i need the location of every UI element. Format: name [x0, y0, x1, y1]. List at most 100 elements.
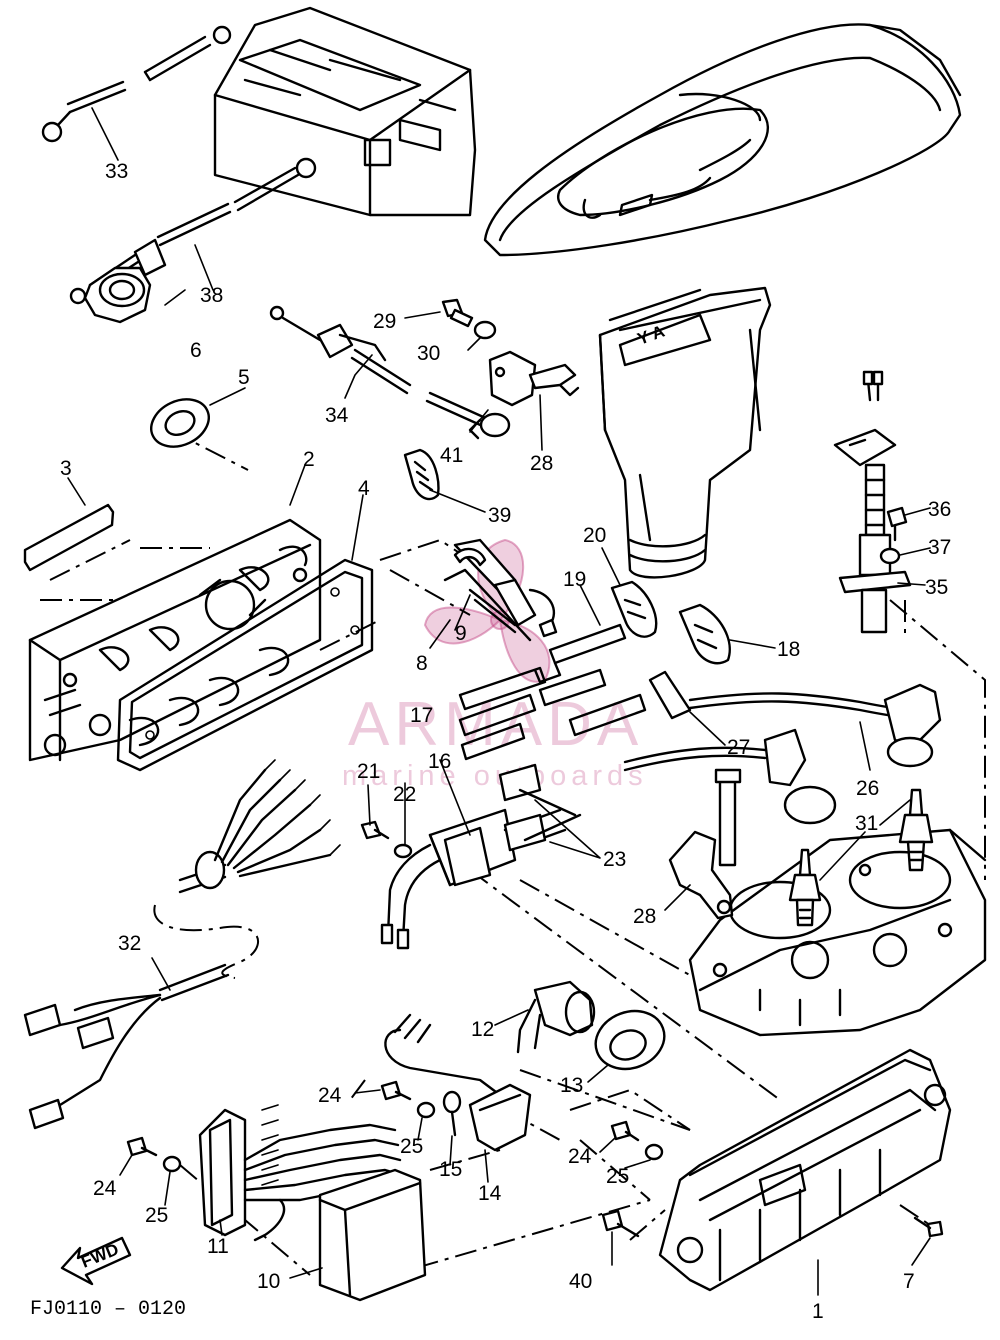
callout-21: 21: [357, 760, 380, 783]
callout-13: 13: [560, 1074, 583, 1097]
callout-31: 31: [855, 812, 878, 835]
callout-15: 15: [439, 1158, 462, 1181]
washer-22: [393, 843, 413, 859]
callout-4: 4: [358, 477, 370, 500]
callout-8: 8: [416, 652, 428, 675]
callout-17: 17: [410, 704, 433, 727]
screw-7: [913, 1216, 944, 1238]
callout-38: 38: [200, 284, 223, 307]
sensor-assembly-8-9: [443, 538, 558, 642]
sensor-35-36-37: [833, 370, 912, 634]
spark-plug-right: [898, 788, 934, 872]
callout-24-left: 24: [93, 1177, 117, 1200]
callout-25-middle: 25: [400, 1135, 423, 1158]
spark-plug-left: [788, 848, 822, 927]
callout-22: 22: [393, 783, 416, 806]
callout-34: 34: [325, 404, 349, 427]
band-39: [403, 448, 440, 501]
gasket-4: [116, 558, 374, 772]
callout-labels: 33 38 6 5 3 2 4 29 30 34 28 41 39 8 9 20…: [60, 160, 951, 1323]
band-18: [678, 603, 731, 665]
callout-36: 36: [928, 498, 951, 521]
callout-25-right: 25: [606, 1165, 629, 1188]
bolt-24-right: [610, 1120, 640, 1142]
callout-20: 20: [583, 524, 606, 547]
bolt-29: [441, 298, 474, 328]
washer-25-right: [644, 1143, 664, 1161]
callout-19: 19: [563, 568, 586, 591]
cover-13: [594, 1009, 666, 1071]
battery: [213, 6, 477, 217]
wire-harness-32: [23, 759, 341, 1130]
callout-2: 2: [303, 448, 315, 471]
callout-33: 33: [105, 160, 128, 183]
callout-24-right: 24: [568, 1145, 592, 1168]
tube-19: [533, 623, 627, 684]
callout-23: 23: [603, 848, 626, 871]
clip-15: [442, 1090, 462, 1137]
callout-3: 3: [60, 457, 72, 480]
callout-26: 26: [856, 777, 879, 800]
callout-14: 14: [478, 1182, 502, 1205]
callout-6: 6: [190, 339, 202, 362]
washer-25-middle: [416, 1101, 436, 1119]
leader-lines: [67, 107, 931, 1296]
callout-41: 41: [440, 444, 463, 467]
cap-6: [83, 266, 152, 324]
callout-28-lower: 28: [633, 905, 656, 928]
tubes-17: [458, 666, 647, 761]
ignition-coil-16: [380, 808, 567, 950]
battery-positive-cable-33: [41, 25, 232, 143]
callout-40: 40: [569, 1270, 592, 1293]
watermark-tagline: marine outboards: [342, 760, 648, 792]
plug-lead-26: [623, 728, 837, 825]
callout-24-middle: 24: [318, 1084, 342, 1107]
callout-16: 16: [428, 750, 451, 773]
callout-10: 10: [257, 1270, 280, 1293]
callout-12: 12: [471, 1018, 494, 1041]
bracket-23: [498, 763, 582, 852]
callout-30: 30: [417, 342, 440, 365]
bolt-21: [360, 820, 390, 840]
callout-11: 11: [207, 1235, 229, 1258]
callout-18: 18: [777, 638, 800, 661]
fwd-arrow: FWD: [60, 1236, 132, 1286]
label-3: [23, 503, 115, 572]
callout-32: 32: [118, 932, 141, 955]
washer-37: [879, 547, 901, 565]
diagram-code: FJ0110 – 0120: [30, 1298, 186, 1321]
plug-lead-27: [648, 670, 942, 768]
callout-35: 35: [925, 576, 948, 599]
callout-37: 37: [928, 536, 951, 559]
callout-39: 39: [488, 504, 511, 527]
bolt-36: [886, 506, 908, 542]
washer-30: [473, 320, 497, 340]
bracket-28-lower: [668, 768, 742, 920]
cover-10: [318, 1168, 427, 1302]
cylinder-head: [688, 828, 987, 1037]
callout-29: 29: [373, 310, 396, 333]
callout-7: 7: [903, 1270, 915, 1293]
relay-12: [516, 980, 596, 1054]
band-20: [610, 580, 658, 638]
callout-27: 27: [727, 736, 750, 759]
callout-5: 5: [238, 366, 250, 389]
callout-25-left: 25: [145, 1204, 168, 1227]
bolt-40: [601, 1209, 640, 1238]
bolt-24-left: [126, 1136, 158, 1157]
electrical-box-2: [28, 518, 322, 762]
bracket-28-upper: [488, 350, 580, 407]
callout-9: 9: [455, 622, 467, 645]
callout-1: 1: [812, 1300, 824, 1323]
ring-5: [150, 398, 210, 448]
rectifier-14: [384, 1013, 532, 1152]
engine-housing: Y A: [598, 286, 772, 579]
callout-28-upper: 28: [530, 452, 553, 475]
box-base-1: [658, 1048, 952, 1292]
watercraft-hull: [483, 23, 962, 257]
bolt-24-middle: [380, 1080, 412, 1101]
cable-34: [269, 305, 492, 430]
washer-25-left: [162, 1155, 182, 1173]
